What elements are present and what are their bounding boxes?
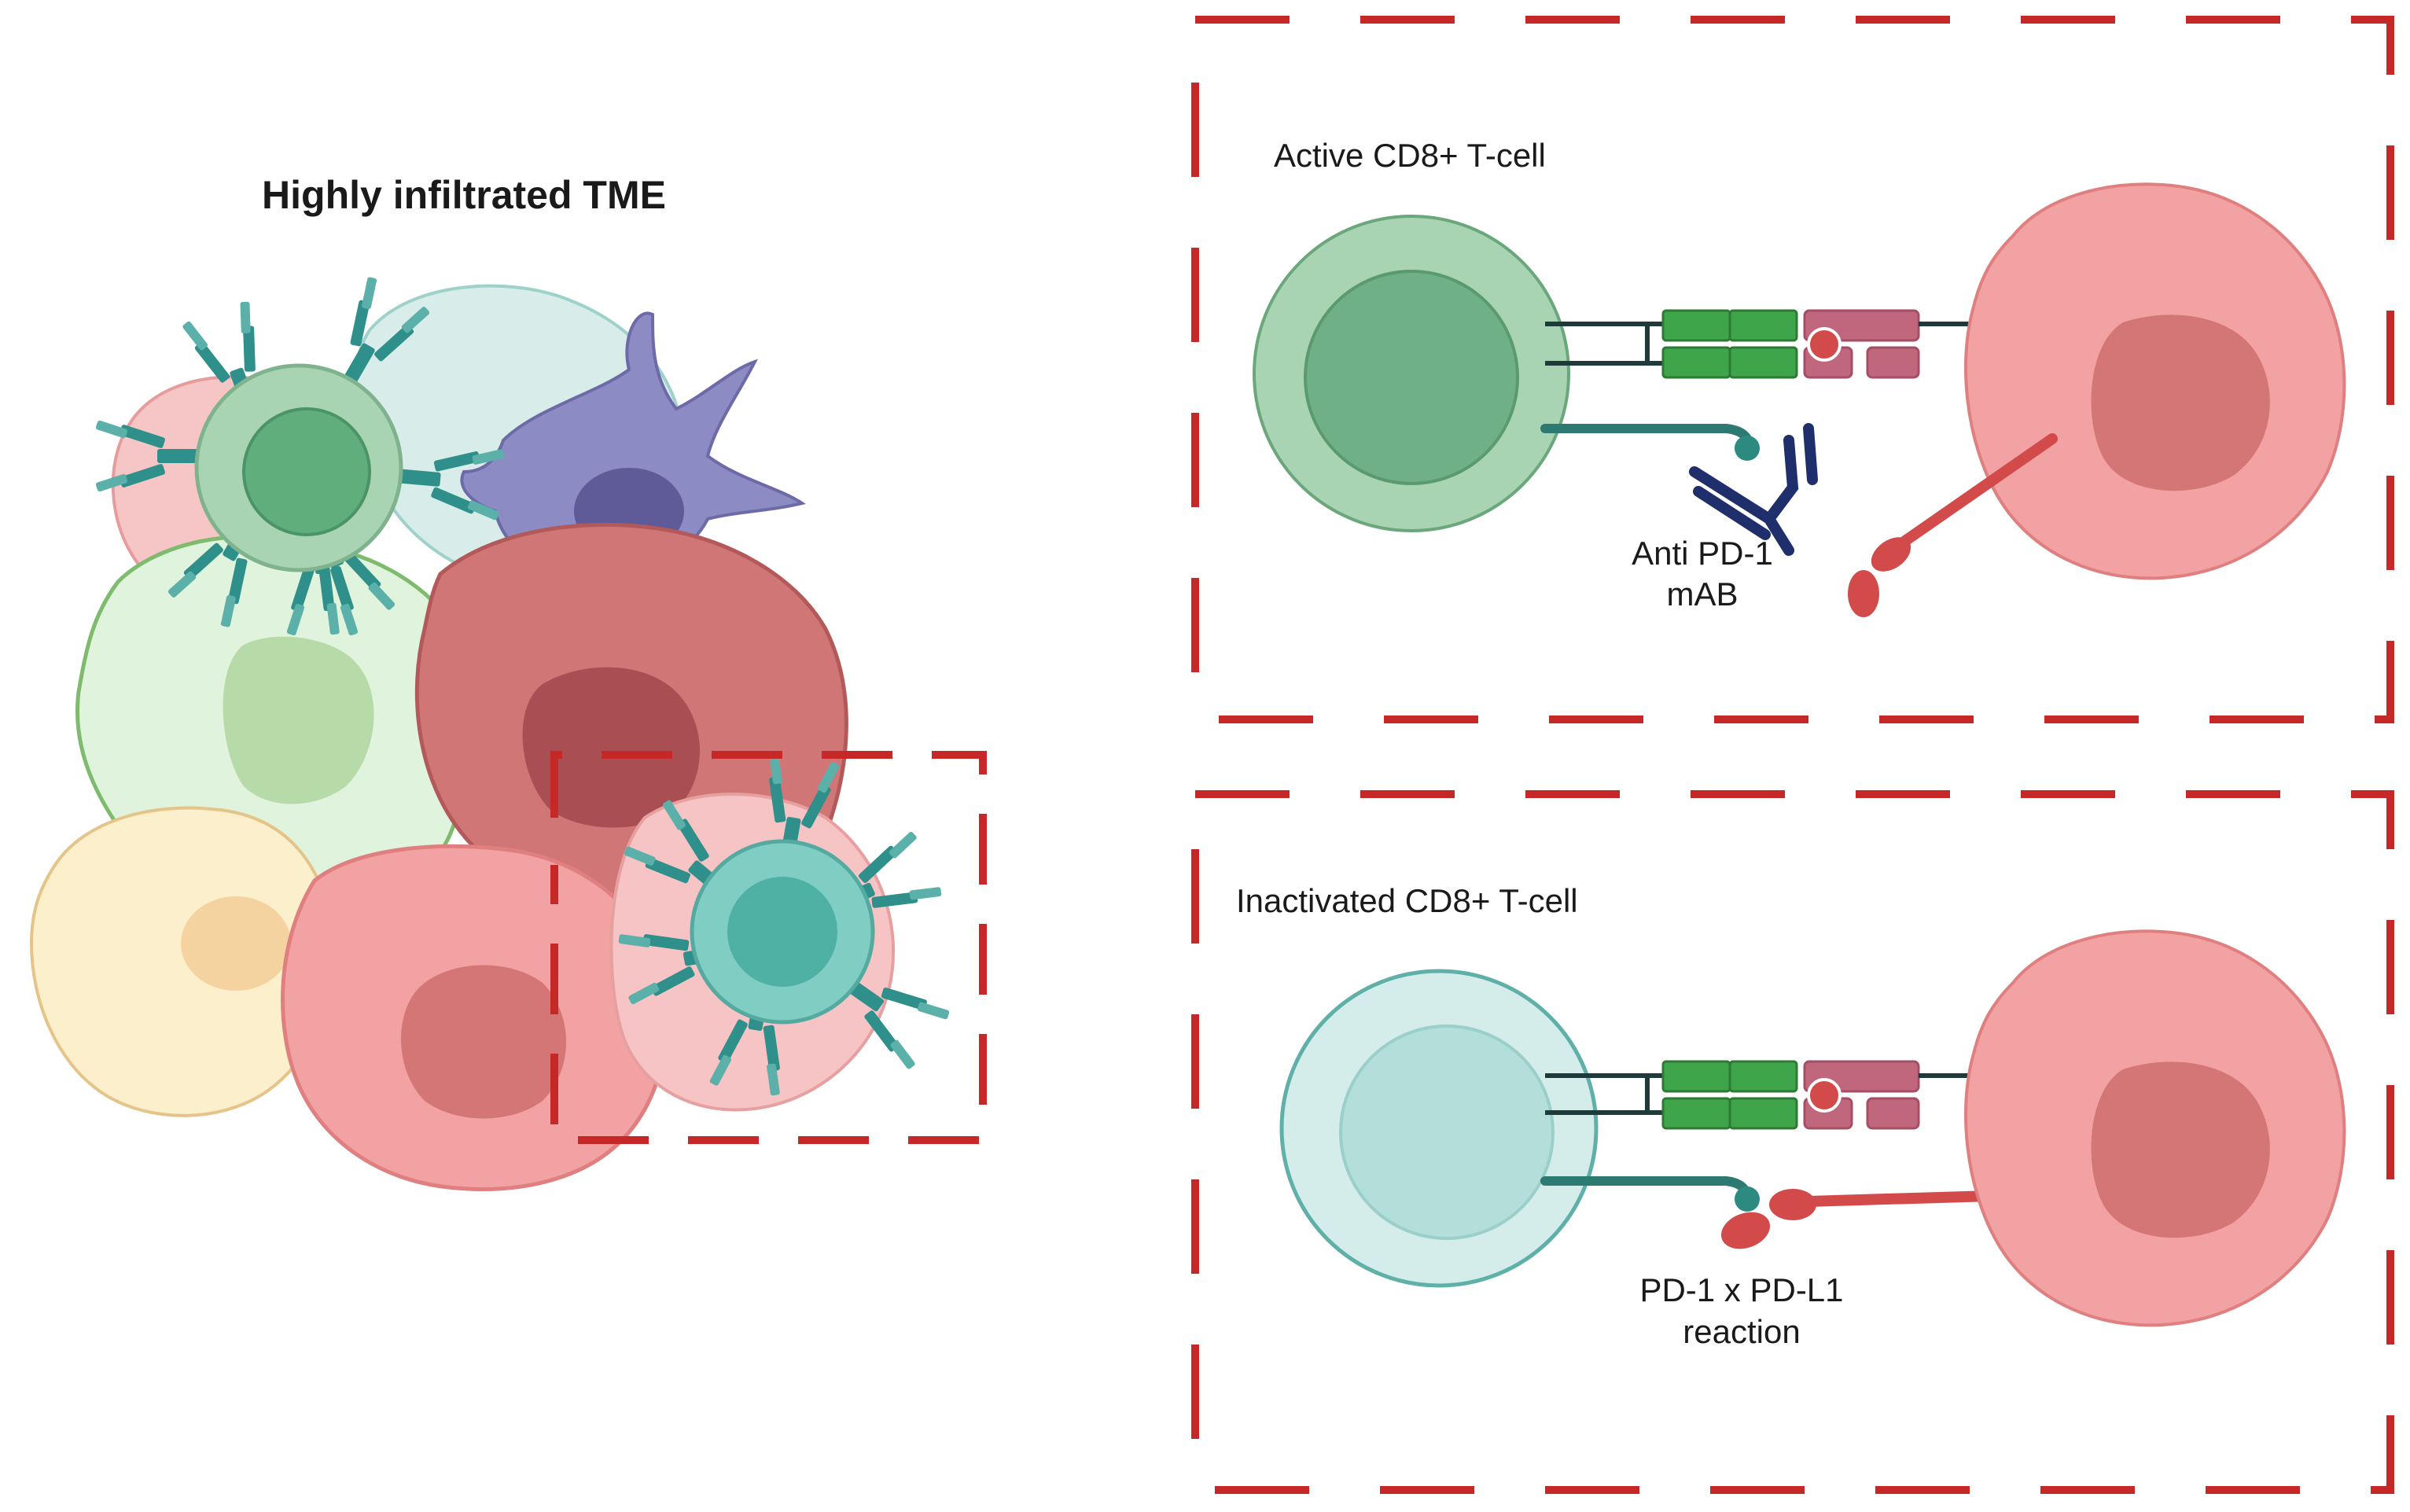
drug-label-line2: mAB: [1666, 576, 1738, 613]
pink-tumor-nucleus: [401, 965, 566, 1119]
tcr-mhc-complex-top: [1545, 309, 2017, 379]
left-panel-title: Highly infiltrated TME: [262, 173, 666, 217]
inactive-cell-label: Inactivated CD8+ T-cell: [1236, 882, 1578, 919]
tme-cell-cluster: [29, 274, 952, 1191]
yellow-cell-nucleus: [181, 896, 291, 991]
tumor-cell-bottom: [1964, 929, 2346, 1327]
inactive-t-cell: [1279, 969, 1599, 1288]
tumor-cell-top: [1964, 182, 2346, 580]
tcr-mhc-complex-bottom: [1545, 1060, 2017, 1130]
active-t-cell: [1253, 215, 1570, 532]
reaction-label-line1: PD-1 x PD-L1: [1639, 1271, 1843, 1308]
teal-t-cell: [616, 750, 952, 1098]
dark-tumor-nucleus: [522, 667, 700, 828]
pdl1-ligand-bottom: [1721, 1189, 2022, 1249]
active-panel-frame: [1191, 16, 2394, 723]
active-cell-label: Active CD8+ T-cell: [1274, 137, 1546, 174]
reaction-label-line2: reaction: [1683, 1313, 1800, 1350]
pd1-receptor-top: [1540, 424, 1760, 461]
yellow-cell: [29, 806, 337, 1117]
drug-label-line1: Anti PD-1: [1632, 535, 1773, 572]
dendritic-cell: [460, 311, 806, 584]
pd1-receptor-bottom: [1540, 1176, 1760, 1212]
zoom-dashed-box: [550, 751, 987, 1144]
anti-pd1-antibody: [1689, 423, 1818, 556]
inactive-panel-frame: [1191, 790, 2394, 1494]
green-t-cell: [95, 274, 506, 638]
green-cell-nucleus: [223, 636, 374, 804]
pdl1-ligand-top: [1848, 433, 2058, 617]
